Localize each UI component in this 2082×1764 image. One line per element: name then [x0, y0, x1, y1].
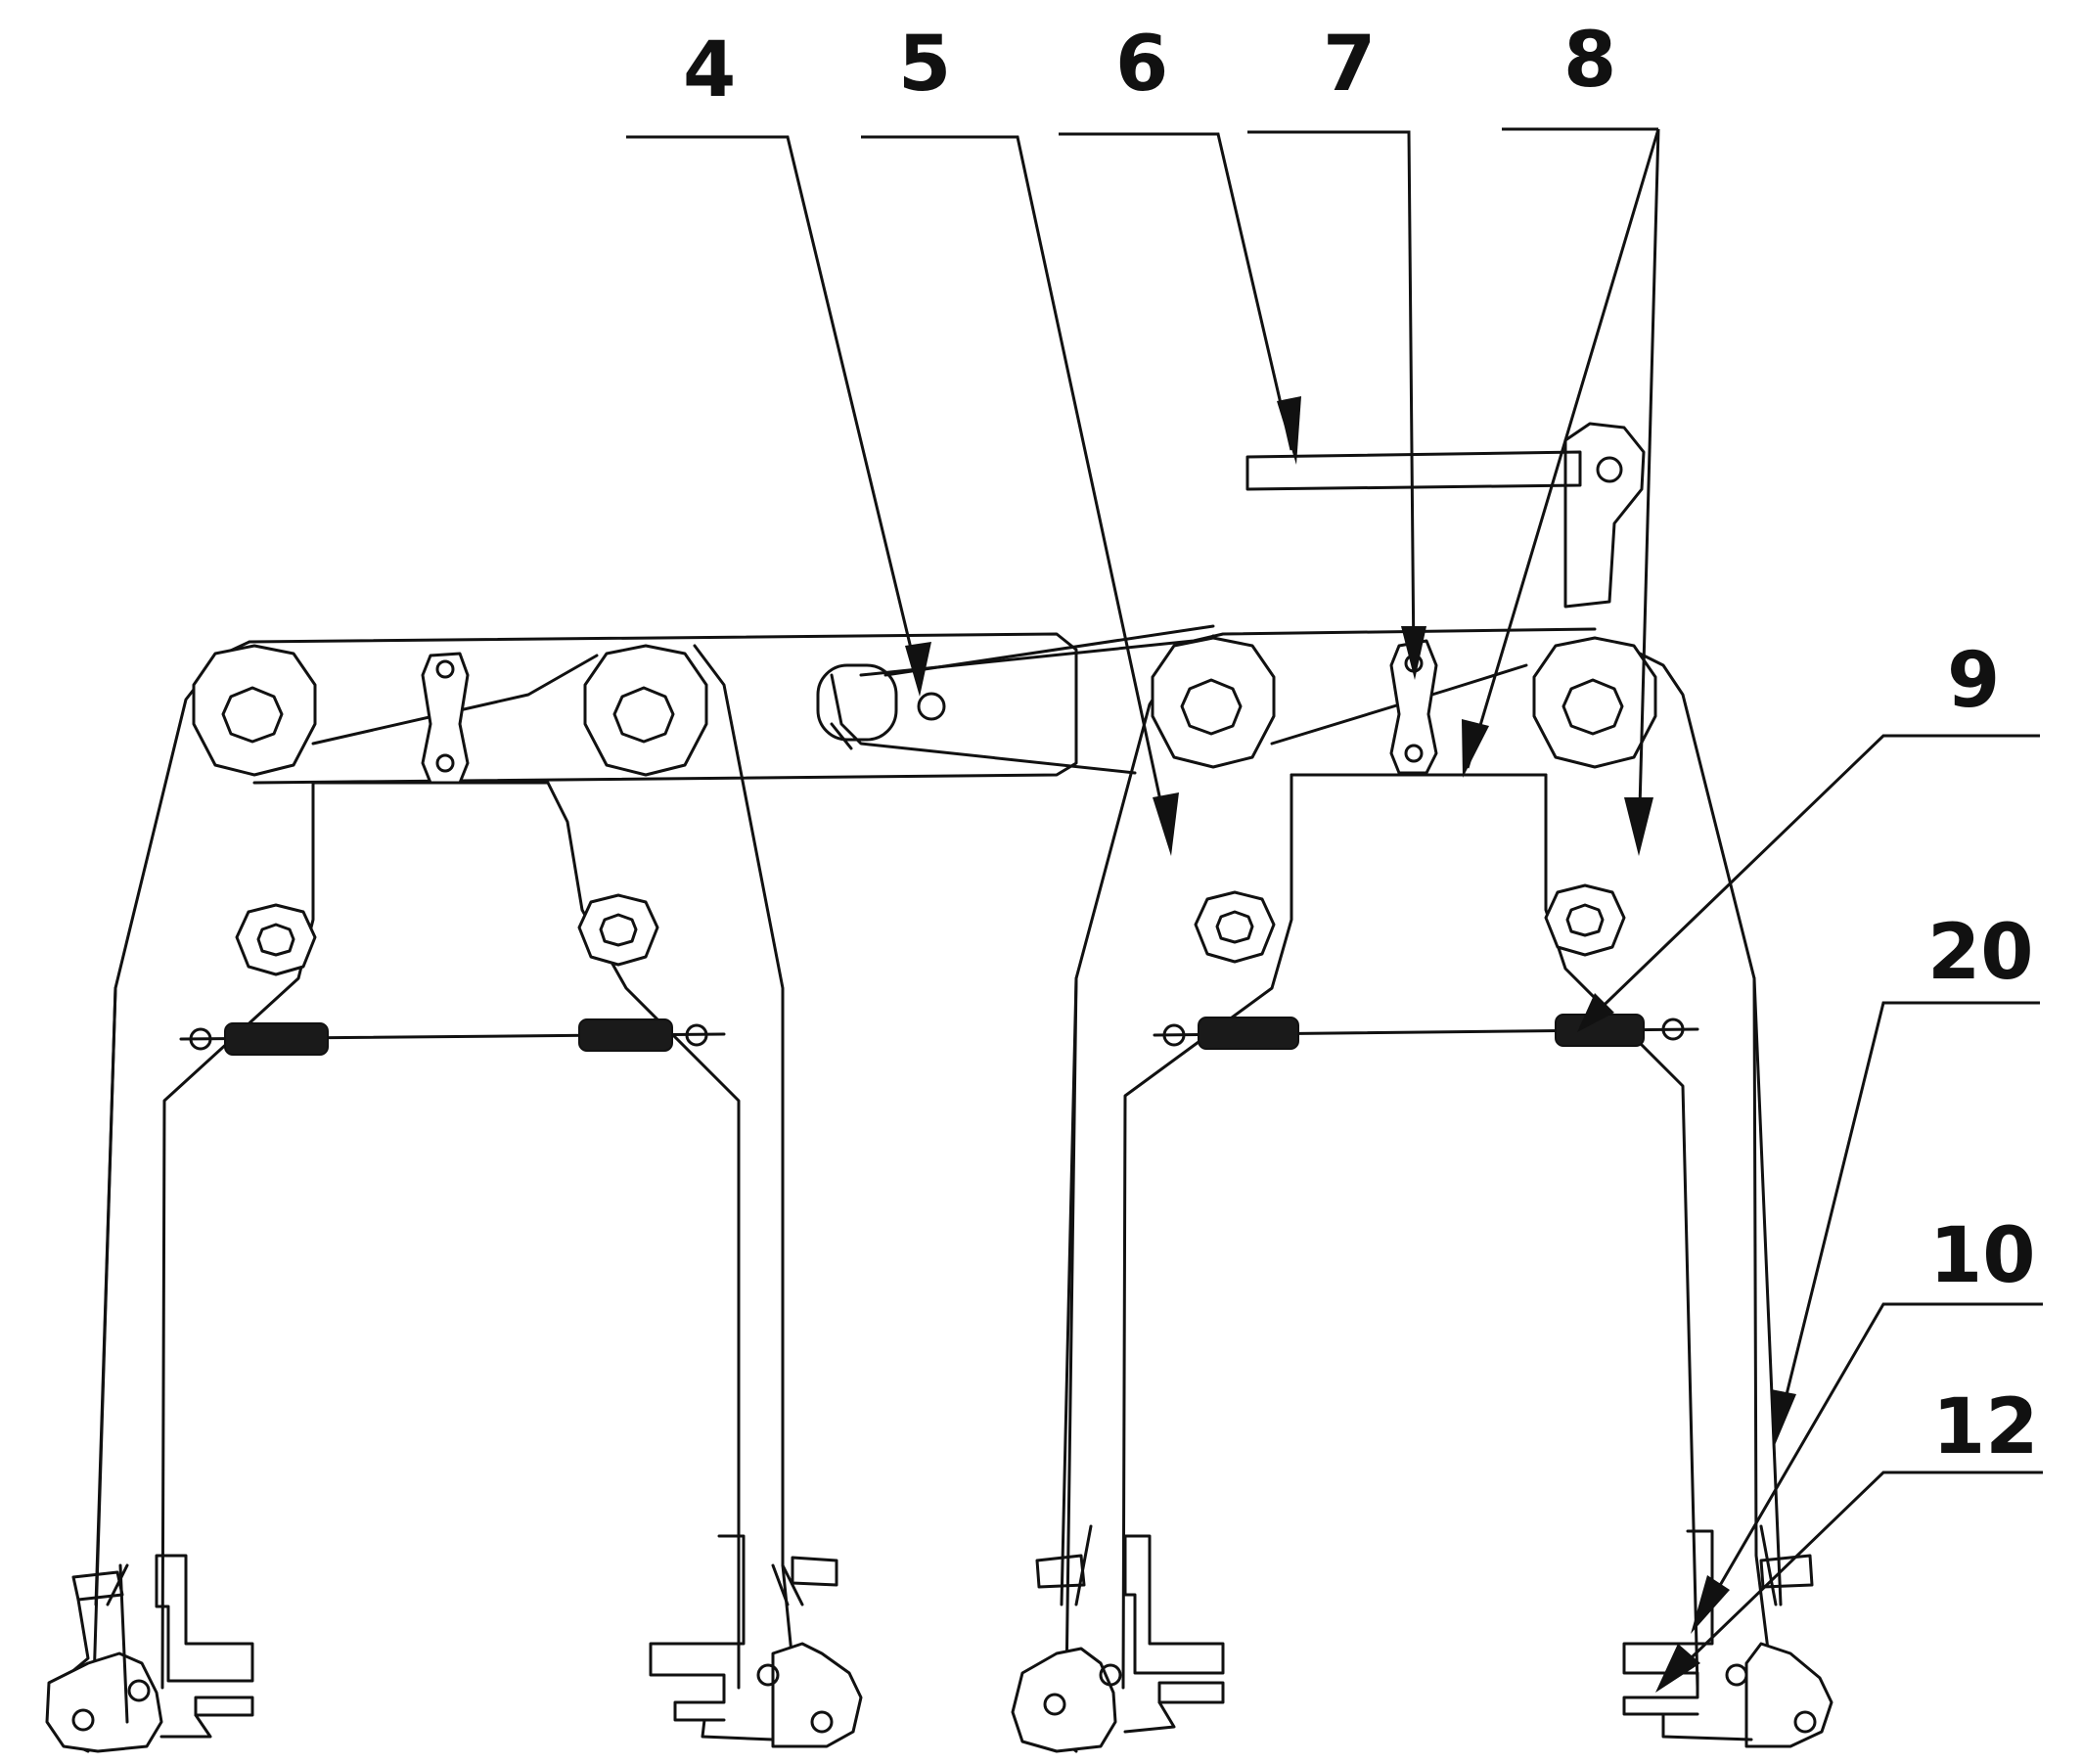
- callout-5: 5: [898, 21, 951, 109]
- right-frame: [1011, 634, 1833, 1753]
- callout-labels: 4 5 6 7 8 9 20 10 12: [683, 17, 2039, 1471]
- callout-6: 6: [1115, 21, 1168, 109]
- callout-8: 8: [1563, 17, 1616, 105]
- callout-10: 10: [1929, 1212, 2036, 1300]
- top-lever: [1245, 422, 1646, 609]
- leader-lines: [626, 127, 2043, 1693]
- callout-9: 9: [1947, 637, 2000, 725]
- left-frame: [45, 640, 863, 1753]
- callout-20: 20: [1927, 909, 2034, 997]
- callout-7: 7: [1323, 21, 1376, 109]
- callout-12: 12: [1932, 1383, 2039, 1471]
- callout-4: 4: [683, 26, 736, 114]
